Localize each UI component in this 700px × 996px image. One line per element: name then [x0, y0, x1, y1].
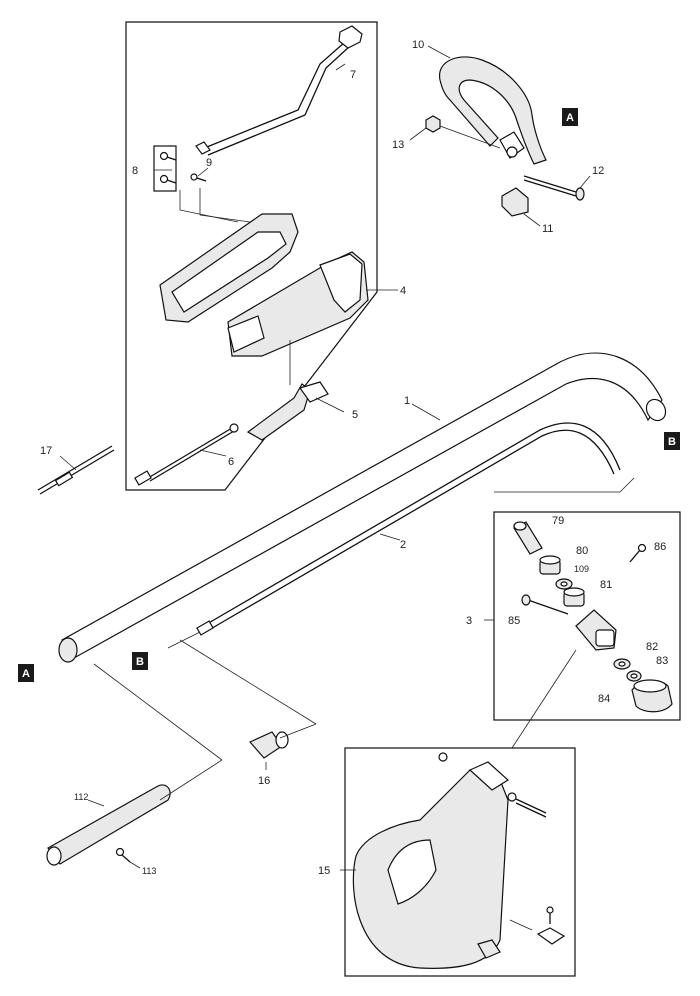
clamp-11 — [501, 187, 529, 217]
label-part-6: 6 — [228, 456, 234, 468]
main-shaft-tube — [58, 352, 667, 663]
nut-13 — [425, 115, 441, 133]
bolt-12 — [523, 175, 585, 201]
cover-84 — [631, 679, 673, 713]
guard — [352, 752, 566, 969]
label-part-83: 83 — [656, 655, 668, 667]
label-part-8: 8 — [132, 165, 138, 177]
label-part-79: 79 — [552, 515, 564, 527]
gear-spindle-79 — [513, 521, 543, 555]
label-part-12: 12 — [592, 165, 604, 177]
label-part-17: 17 — [40, 445, 52, 457]
loop-handle — [439, 56, 547, 165]
marker-a-left: A — [18, 664, 34, 682]
marker-b-left: B — [132, 652, 148, 670]
label-part-9: 9 — [206, 157, 212, 169]
bearing-81 — [563, 587, 585, 607]
throttle-wire — [195, 25, 363, 156]
gear-case — [575, 609, 617, 651]
label-part-10: 10 — [412, 39, 424, 51]
label-part-109: 109 — [574, 564, 589, 574]
label-part-13: 13 — [392, 139, 404, 151]
label-part-112: 112 — [74, 792, 88, 802]
label-part-11: 11 — [542, 223, 553, 235]
stop-cable — [134, 423, 239, 486]
screw-113 — [115, 847, 131, 863]
label-part-4: 4 — [400, 285, 406, 297]
throttle-trigger — [246, 340, 329, 441]
label-part-1: 1 — [404, 395, 410, 407]
handle-housing — [159, 188, 369, 357]
svg-text:A: A — [566, 112, 574, 124]
screw-9 — [190, 173, 207, 182]
guard-assembly-frame — [344, 747, 576, 977]
leader-lines — [59, 45, 635, 931]
tube-112 — [46, 784, 171, 866]
label-part-80: 80 — [576, 545, 588, 557]
label-part-85: 85 — [508, 615, 520, 627]
washer-109 — [555, 578, 573, 590]
label-part-15: 15 — [318, 865, 330, 877]
washer-82 — [613, 658, 631, 670]
bushing-16 — [249, 731, 289, 759]
label-part-5: 5 — [352, 409, 358, 421]
svg-text:A: A — [22, 668, 30, 680]
label-part-16: 16 — [258, 775, 270, 787]
bolt-85 — [521, 594, 569, 615]
drive-shaft — [196, 422, 621, 636]
label-part-3: 3 — [466, 615, 472, 627]
marker-b-right: B — [664, 432, 680, 450]
label-part-82: 82 — [646, 641, 658, 653]
bearing-80 — [539, 555, 561, 575]
screw-86 — [629, 543, 647, 563]
gear-assembly-frame — [493, 511, 681, 721]
label-part-81: 81 — [600, 579, 612, 591]
label-part-113: 113 — [142, 866, 156, 876]
label-part-84: 84 — [598, 693, 610, 705]
svg-text:B: B — [668, 436, 676, 448]
screw-pair-8 — [153, 145, 177, 192]
washer-83 — [626, 670, 642, 682]
rod-17 — [37, 445, 115, 495]
svg-text:B: B — [136, 656, 144, 668]
label-part-86: 86 — [654, 541, 666, 553]
label-part-2: 2 — [400, 539, 406, 551]
label-part-7: 7 — [350, 69, 356, 81]
marker-a-top: A — [562, 108, 578, 126]
